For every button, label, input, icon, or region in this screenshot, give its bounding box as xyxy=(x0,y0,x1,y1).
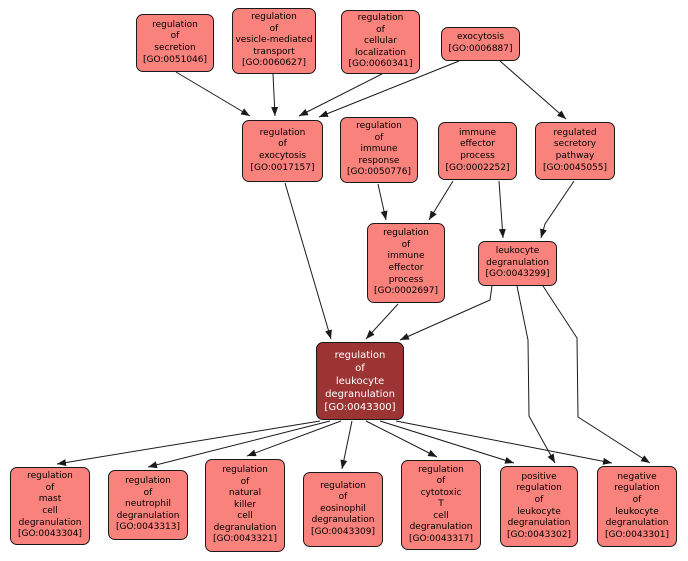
term-name: positive regulation of leukocyte degranu… xyxy=(507,471,571,529)
node-go-0051046[interactable]: regulation of secretion [GO:0051046] xyxy=(136,14,214,72)
term-name: regulation of eosinophil degranulation xyxy=(311,480,375,526)
edge-go-0006887-to-go-0045055 xyxy=(499,60,567,120)
term-name: regulation of natural killer cell degran… xyxy=(213,465,277,533)
edge-go-0043300-to-go-0043317 xyxy=(365,420,438,458)
node-go-0043317[interactable]: regulation of cytotoxic T cell degranula… xyxy=(401,460,481,550)
term-id: [GO:0043317] xyxy=(408,533,474,544)
edge-go-0002697-to-go-0043300 xyxy=(365,303,399,340)
edge-go-0050776-to-go-0002697 xyxy=(377,183,388,221)
term-id: [GO:0043299] xyxy=(485,269,550,280)
edge-go-0043299-to-go-0043301 xyxy=(542,285,651,464)
node-go-0043302[interactable]: positive regulation of leukocyte degranu… xyxy=(500,466,578,547)
edge-go-0043300-to-go-0043301 xyxy=(395,420,613,465)
edge-go-0051046-to-go-0017157 xyxy=(175,71,251,117)
node-go-0050776[interactable]: regulation of immune response [GO:005077… xyxy=(340,117,418,183)
edge-go-0043299-to-go-0043302 xyxy=(516,285,556,464)
node-go-0045055[interactable]: regulated secretory pathway [GO:0045055] xyxy=(535,122,615,180)
edge-go-0043300-to-go-0043313 xyxy=(147,420,331,469)
edge-go-0006887-to-go-0017157 xyxy=(318,60,460,118)
node-go-0043321[interactable]: regulation of natural killer cell degran… xyxy=(205,459,285,552)
node-go-0043301[interactable]: negative regulation of leukocyte degranu… xyxy=(597,466,677,547)
edge-go-0043299-to-go-0043300 xyxy=(399,285,493,341)
edge-go-0045055-to-go-0043299 xyxy=(540,180,575,239)
node-go-0043299[interactable]: leukocyte degranulation [GO:0043299] xyxy=(478,241,557,286)
term-name: regulation of cytotoxic T cell degranula… xyxy=(409,464,473,533)
edge-go-0060341-to-go-0017157 xyxy=(298,73,383,117)
node-go-0043309[interactable]: regulation of eosinophil degranulation [… xyxy=(303,472,383,547)
node-go-0006887[interactable]: exocytosis [GO:0006887] xyxy=(441,27,520,61)
edge-go-0043300-to-go-0043304 xyxy=(56,420,321,467)
term-name: exocytosis xyxy=(456,32,505,43)
node-go-0017157[interactable]: regulation of exocytosis [GO:0017157] xyxy=(242,120,323,182)
term-id: [GO:0043309] xyxy=(310,526,376,537)
node-go-0002697[interactable]: regulation of immune effector process [G… xyxy=(367,223,445,303)
term-id: [GO:0006887] xyxy=(448,44,513,54)
term-name: regulation of leukocyte degranulation xyxy=(325,349,395,400)
term-id: [GO:0002252] xyxy=(445,162,510,173)
term-name: leukocyte degranulation xyxy=(486,246,549,268)
term-id: [GO:0043300] xyxy=(324,401,396,413)
edge-go-0002252-to-go-0043299 xyxy=(498,180,506,239)
node-go-0060627[interactable]: regulation of vesicle-mediated transport… xyxy=(232,8,316,74)
term-id: [GO:0045055] xyxy=(542,162,608,173)
term-name: regulation of cellular localization xyxy=(355,13,406,58)
edge-go-0043300-to-go-0043321 xyxy=(246,420,342,457)
term-id: [GO:0043304] xyxy=(17,529,83,540)
edge-go-0060627-to-go-0017157 xyxy=(271,73,279,117)
term-name: regulation of immune effector process xyxy=(383,228,429,285)
term-name: regulated secretory pathway xyxy=(553,127,597,161)
term-id: [GO:0043301] xyxy=(604,529,670,540)
term-id: [GO:0050776] xyxy=(346,167,412,178)
term-id: [GO:0060341] xyxy=(348,59,413,70)
node-go-0043300-selected[interactable]: regulation of leukocyte degranulation [G… xyxy=(316,342,404,420)
term-id: [GO:0017157] xyxy=(250,162,315,173)
term-name: regulation of immune response xyxy=(356,121,402,166)
edge-go-0017157-to-go-0043300 xyxy=(284,182,332,340)
edge-go-0043300-to-go-0043309 xyxy=(340,420,353,470)
term-name: regulation of secretion xyxy=(152,19,198,53)
term-name: regulation of exocytosis xyxy=(258,127,307,161)
node-go-0043313[interactable]: regulation of neutrophil degranulation [… xyxy=(108,470,188,540)
term-name: negative regulation of leukocyte degranu… xyxy=(605,471,669,529)
term-id: [GO:0043302] xyxy=(506,529,572,540)
node-go-0060341[interactable]: regulation of cellular localization [GO:… xyxy=(341,10,420,74)
node-go-0002252[interactable]: immune effector process [GO:0002252] xyxy=(438,122,517,180)
term-name: regulation of vesicle-mediated transport xyxy=(235,12,313,57)
term-id: [GO:0043313] xyxy=(115,522,181,533)
term-name: immune effector process xyxy=(459,127,496,161)
edge-go-0002252-to-go-0002697 xyxy=(428,180,454,221)
term-id: [GO:0060627] xyxy=(241,58,307,69)
term-name: regulation of neutrophil degranulation xyxy=(116,476,180,521)
edge-go-0043300-to-go-0043302 xyxy=(379,420,515,464)
term-name: regulation of mast cell degranulation xyxy=(18,471,82,528)
term-id: [GO:0043321] xyxy=(212,534,278,545)
term-id: [GO:0002697] xyxy=(373,286,439,297)
term-id: [GO:0051046] xyxy=(142,54,208,65)
node-go-0043304[interactable]: regulation of mast cell degranulation [G… xyxy=(10,467,90,545)
